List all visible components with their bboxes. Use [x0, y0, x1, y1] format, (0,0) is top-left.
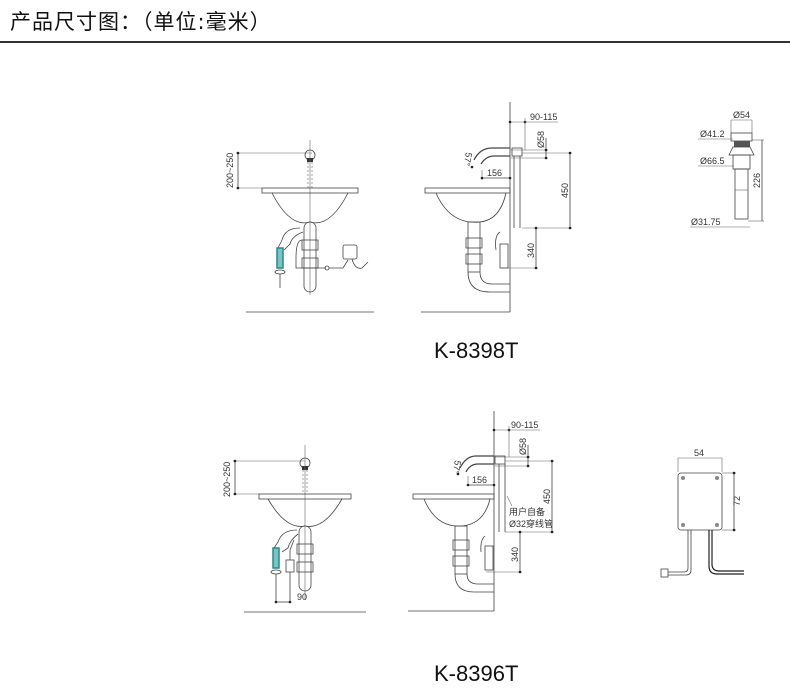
- dim-box-width: 54: [694, 448, 704, 458]
- dim-spout-height-2: 200~250: [222, 462, 232, 497]
- k8396t-side-view: 90-115 Ø58 57° 156 450 用户自备 Ø32穿线管 340: [408, 411, 554, 612]
- header-divider: [0, 41, 790, 43]
- dim-offset-90: 90: [297, 592, 307, 602]
- header-title: 产品尺寸图：: [10, 10, 142, 34]
- dim-top-diameter: Ø54: [733, 110, 750, 120]
- k8396t-control-box: 54 72: [660, 448, 744, 578]
- dim-spout-height: 200~250: [225, 153, 235, 188]
- dim-box-height: 72: [732, 496, 742, 506]
- page-header: 产品尺寸图：（单位:毫米）: [10, 6, 272, 36]
- dim-wall-offset-2: 90-115: [511, 420, 538, 430]
- conduit-note-line2: Ø32穿线管: [509, 518, 553, 529]
- dim-height-450-2: 450: [542, 489, 552, 504]
- dim-angle: 57°: [462, 152, 474, 168]
- dim-body-diameter: Ø66.5: [700, 156, 725, 166]
- dim-wall-offset: 90-115: [530, 112, 557, 122]
- dim-height-340-2: 340: [510, 547, 520, 562]
- model-label-k8398t: K-8398T: [434, 338, 519, 363]
- dim-angle-2: 57°: [451, 460, 463, 476]
- k8398t-front-view: 200~250: [225, 140, 374, 313]
- dim-flange-diameter: Ø41.2: [700, 129, 725, 139]
- conduit-note-line1: 用户自备: [509, 506, 545, 517]
- dim-height-340: 340: [526, 243, 536, 258]
- model-label-k8396t: K-8396T: [434, 661, 519, 686]
- dim-drain-length: 226: [752, 173, 762, 188]
- dim-diameter: Ø58: [536, 131, 546, 148]
- dim-spout-reach-2: 156: [472, 475, 487, 485]
- dim-height-450: 450: [560, 183, 570, 198]
- header-unit: （单位:毫米）: [142, 10, 272, 34]
- dim-tail-diameter: Ø31.75: [691, 217, 721, 227]
- dim-spout-reach: 156: [487, 168, 502, 178]
- dim-diameter-2: Ø58: [518, 438, 528, 455]
- k8396t-front-view: 200~250 90: [222, 445, 366, 613]
- k8398t-drain-detail: Ø54 Ø41.2 Ø66.5 226 Ø31.75: [690, 110, 764, 228]
- k8398t-side-view: 90-115 Ø58 57° 156 450 340: [421, 102, 572, 313]
